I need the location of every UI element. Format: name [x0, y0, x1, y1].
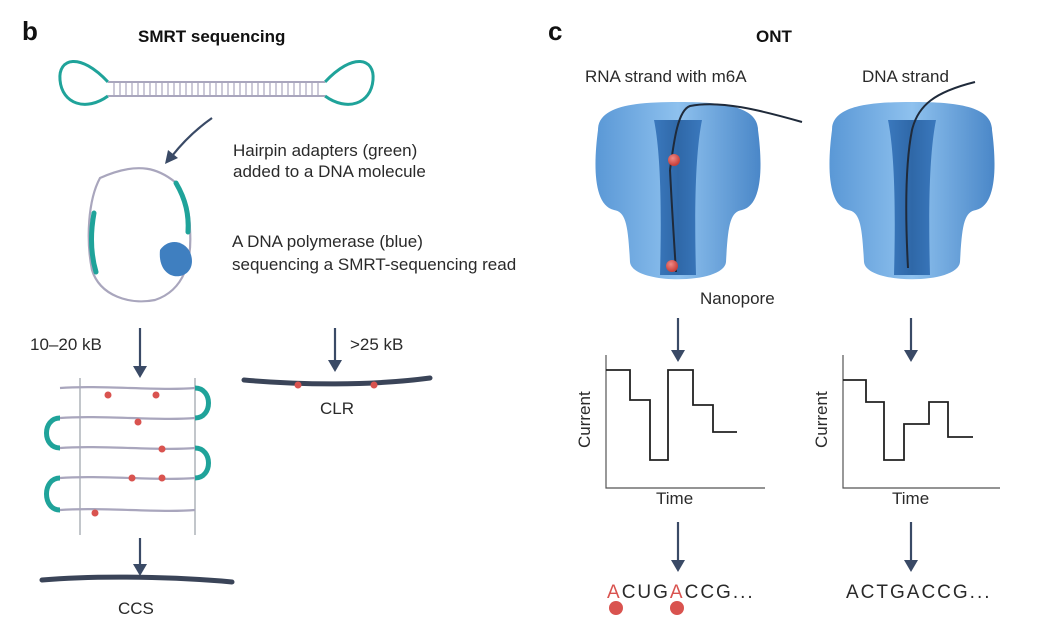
- dna-sequence: ACTGACCG...: [846, 582, 992, 603]
- m6a-marker-dot: [609, 601, 623, 615]
- subread-pass: [59, 508, 196, 512]
- ccs-label: CCS: [118, 599, 154, 618]
- subread-pass: [59, 446, 196, 450]
- panel-c-letter: c: [548, 16, 562, 46]
- rna-plot-xlabel: Time: [656, 489, 693, 508]
- dna-plot-ylabel: Current: [812, 391, 831, 448]
- hairpin-turn: [44, 415, 61, 451]
- subread-pass: [59, 416, 196, 420]
- polymerase-caption-line2: sequencing a SMRT-sequencing read: [232, 255, 516, 274]
- dna-plot-xlabel: Time: [892, 489, 929, 508]
- rna-current-trace: [606, 369, 737, 461]
- down-arrow-icon: [671, 350, 685, 362]
- clr-label: CLR: [320, 399, 354, 418]
- modification-dot: [294, 381, 302, 389]
- polymerase-caption-line1: A DNA polymerase (blue): [232, 232, 423, 251]
- rna-seq-part-2: CUG: [622, 582, 670, 603]
- rna-nanopore-icon: [595, 102, 761, 280]
- rna-plot-ylabel: Current: [575, 391, 594, 448]
- m6a-modification-dot: [668, 154, 680, 166]
- modification-dot: [152, 391, 160, 399]
- modification-dot: [104, 391, 112, 399]
- rna-seq-part-4: CCG...: [685, 582, 755, 603]
- clr-length-label: >25 kB: [350, 335, 403, 354]
- rna-strand-title: RNA strand with m6A: [585, 67, 747, 86]
- m6a-marker-dot: [670, 601, 684, 615]
- hairpin-turn: [194, 445, 211, 481]
- down-arrow-icon: [133, 564, 147, 576]
- panel-b-title: SMRT sequencing: [138, 27, 285, 46]
- hairpin-caption-line2: added to a DNA molecule: [233, 162, 426, 181]
- clr-read: [241, 375, 433, 387]
- modification-dot: [158, 445, 166, 453]
- rna-seq-mod-3: A: [670, 582, 685, 603]
- down-arrow-icon: [133, 366, 147, 378]
- panel-c-title: ONT: [756, 27, 793, 46]
- down-arrow-icon: [904, 350, 918, 362]
- rna-strand-tail: [669, 103, 803, 171]
- ccs-length-label: 10–20 kB: [30, 335, 102, 354]
- down-arrow-icon: [904, 560, 918, 572]
- modification-dot: [91, 509, 99, 517]
- rna-sequence: ACUGACCG...: [607, 582, 755, 603]
- panel-b-letter: b: [22, 16, 38, 46]
- modification-dot: [134, 418, 142, 426]
- subread-pass: [59, 386, 196, 390]
- modification-dot: [128, 474, 136, 482]
- hairpin-caption-line1: Hairpin adapters (green): [233, 141, 417, 160]
- dna-nanopore-icon: [829, 102, 995, 280]
- m6a-modification-dot: [666, 260, 678, 272]
- nanopore-label: Nanopore: [700, 289, 775, 308]
- rna-seq-mod-1: A: [607, 582, 622, 603]
- dna-current-trace: [843, 379, 973, 461]
- dna-strand: [905, 81, 976, 269]
- rna-current-plot: Current Time: [575, 355, 765, 508]
- dna-strand-title: DNA strand: [862, 67, 949, 86]
- down-arrow-icon: [328, 360, 342, 372]
- dna-current-plot: Current Time: [812, 355, 1000, 508]
- hairpin-turn: [44, 475, 61, 513]
- curved-arrow: [171, 117, 213, 157]
- modification-dot: [158, 474, 166, 482]
- dumbbell-adapter: [58, 60, 375, 106]
- panel-c: c ONT RNA strand with m6A DNA strand Nan…: [548, 16, 1000, 615]
- ccs-read: [39, 574, 235, 585]
- polymerase-icon: [159, 241, 192, 277]
- hairpin-turn: [194, 385, 211, 421]
- modification-dot: [370, 381, 378, 389]
- panel-b: b SMRT sequencing Hairpin adapters (gree…: [22, 16, 516, 618]
- ccs-subreads: [44, 378, 211, 535]
- smrtbell-circle: [87, 167, 192, 303]
- down-arrow-icon: [671, 560, 685, 572]
